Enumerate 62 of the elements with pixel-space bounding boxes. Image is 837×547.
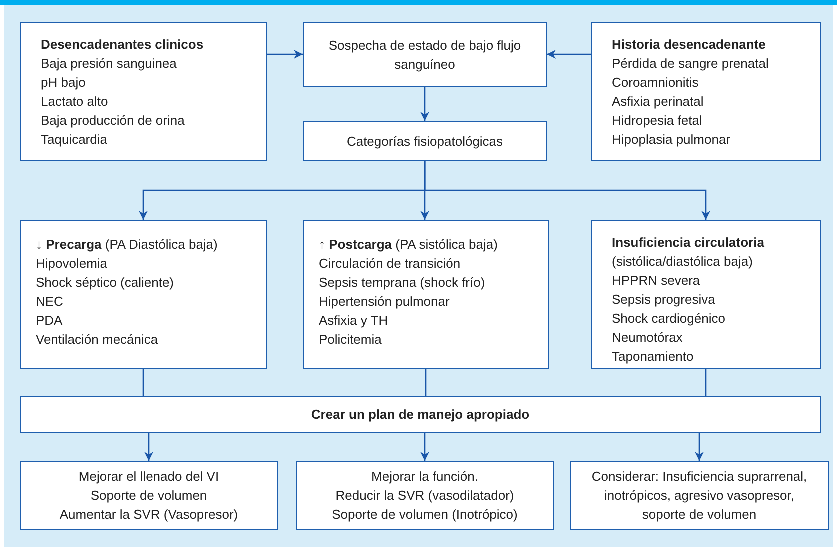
box-text: Hipoplasia pulmonar: [612, 131, 731, 149]
box-text: Coroamnionitis: [612, 74, 699, 92]
process-box: [303, 22, 547, 87]
box-heading: Desencadenantes clinicos: [41, 36, 204, 54]
connector-line: [425, 369, 427, 396]
box-text: Reducir la SVR (vasodilatador): [336, 487, 514, 505]
box-text: Hipovolemia: [36, 255, 108, 273]
box-text: Neumotórax: [612, 329, 683, 347]
box-text: (sistólica/diastólica baja): [612, 253, 753, 271]
box-text: Crear un plan de manejo apropiado: [311, 406, 530, 424]
box-text: Mejorar la función.: [372, 468, 478, 486]
arrow: [424, 161, 710, 220]
box-heading: Historia desencadenante: [612, 36, 766, 54]
box-text: pH bajo: [41, 74, 86, 92]
box-text: Considerar: Insuficiencia suprarrenal, inotrópicos, agresivo vasopresor, soporte de volumen: [590, 468, 808, 524]
process-box: [303, 220, 549, 369]
box-text: Shock cardiogénico: [612, 310, 726, 328]
box-text: Mejorar el llenado del VI: [78, 468, 220, 486]
arrow: [695, 433, 704, 461]
box-text: Asfixia perinatal: [612, 93, 704, 111]
arrow: [420, 87, 430, 121]
box-text: Baja producción de orina: [41, 112, 185, 130]
box-text: HPPRN severa: [612, 272, 700, 290]
box-text: Sepsis temprana (shock frío): [319, 274, 486, 292]
box-text: ↑ Postcarga (PA sistólica baja): [319, 236, 498, 254]
process-box: [20, 22, 267, 161]
box-text: Hidropesia fetal: [612, 112, 702, 130]
box-text: Pérdida de sangre prenatal: [612, 55, 769, 73]
connector-line: [142, 369, 144, 396]
connector-line: [705, 369, 707, 396]
process-box: [20, 461, 278, 530]
box-text: NEC: [36, 293, 64, 311]
box-text: Shock séptico (caliente): [36, 274, 174, 292]
process-box: [296, 461, 554, 530]
arrow: [420, 433, 430, 461]
box-text: Baja presión sanguinea: [41, 55, 177, 73]
process-box: [591, 22, 821, 161]
process-box: [20, 396, 821, 433]
box-text: Sepsis progresiva: [612, 291, 716, 309]
box-text: Circulación de transición: [319, 255, 461, 273]
process-box: [591, 220, 821, 369]
process-box: [303, 121, 547, 161]
box-text: Soporte de volumen: [90, 487, 208, 505]
box-text: Soporte de volumen (Inotrópico): [332, 506, 518, 524]
box-heading: Insuficiencia circulatoria: [612, 234, 764, 252]
arrow: [547, 50, 591, 59]
box-text: Sospecha de estado de bajo flujo sanguíneo: [328, 36, 522, 74]
box-text: Policitemia: [319, 331, 382, 349]
box-text: Categorías fisiopatológicas: [346, 132, 504, 150]
process-box: [20, 220, 267, 369]
arrow: [267, 50, 303, 59]
box-text: Asfixia y TH: [319, 312, 388, 330]
box-text: ↓ Precarga (PA Diastólica baja): [36, 236, 218, 254]
process-box: [570, 461, 829, 530]
box-text: Taquicardia: [41, 131, 108, 149]
box-text: Lactato alto: [41, 93, 108, 111]
box-text: Ventilación mecánica: [36, 331, 158, 349]
box-text: Hipertensión pulmonar: [319, 293, 450, 311]
box-text: PDA: [36, 312, 63, 330]
box-text: Taponamiento: [612, 348, 694, 366]
arrow: [144, 433, 154, 461]
box-text: Aumentar la SVR (Vasopresor): [60, 506, 238, 524]
